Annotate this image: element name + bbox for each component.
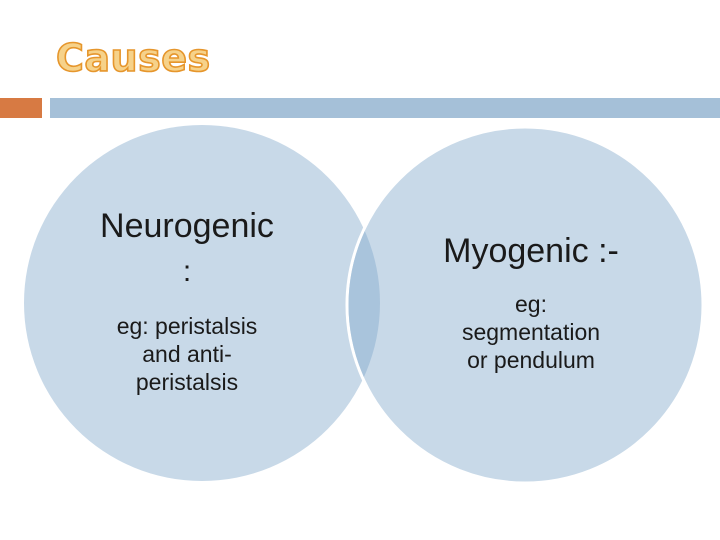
left-example-line: eg: peristalsis	[116, 313, 258, 339]
left-example-line: peristalsis	[135, 369, 239, 395]
right-heading: Myogenic :-	[443, 232, 619, 270]
right-example-line: eg:	[515, 291, 547, 317]
left-example: eg: peristalsis and anti- peristalsis	[72, 312, 302, 396]
slide-title: Causes	[55, 35, 211, 81]
left-example-line: and anti-	[142, 341, 232, 367]
left-circle	[24, 125, 380, 481]
title-underline-bar	[50, 98, 720, 118]
left-heading-text: Neurogenic	[100, 207, 274, 245]
left-heading: Neurogenic :	[62, 206, 312, 292]
right-example: eg: segmentation or pendulum	[421, 290, 641, 374]
right-example-line: or pendulum	[467, 347, 595, 373]
right-example-line: segmentation	[461, 319, 601, 345]
accent-bar	[0, 98, 42, 118]
right-circle	[345, 125, 705, 485]
left-heading-suffix: :	[182, 255, 192, 288]
